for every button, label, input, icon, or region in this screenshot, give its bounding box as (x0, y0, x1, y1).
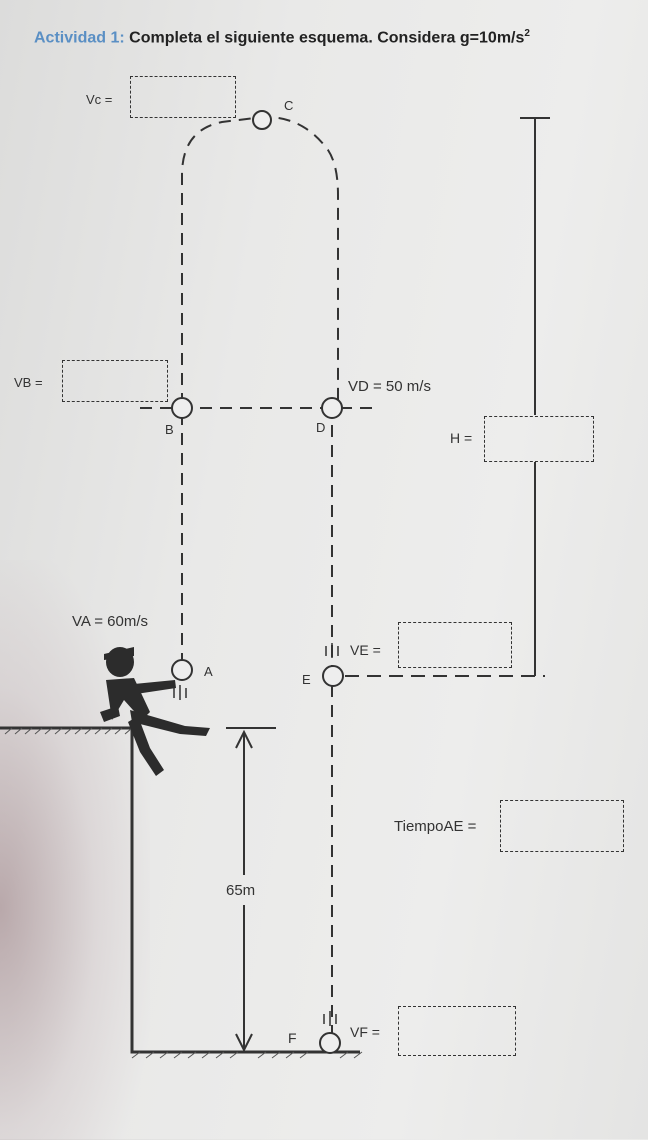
ball-d (321, 397, 343, 419)
activity-instruction: Completa el siguiente esquema. Considera… (129, 29, 525, 47)
ball-b (171, 397, 193, 419)
label-ve: VE = (350, 642, 381, 658)
cliff-ground (0, 726, 360, 1054)
point-f: F (288, 1030, 297, 1046)
answer-box-vb[interactable] (62, 360, 168, 402)
point-d: D (316, 420, 326, 435)
activity-title: Actividad 1: Completa el siguiente esque… (34, 28, 530, 47)
arrow-marks-f (323, 1011, 337, 1026)
ball-c (252, 110, 272, 130)
answer-box-vc[interactable] (130, 76, 236, 118)
exponent: 2 (524, 28, 530, 39)
point-c: C (284, 98, 294, 113)
person-figure (100, 647, 210, 776)
ball-a (171, 659, 193, 681)
point-a: A (204, 664, 213, 679)
label-va: VA = 60m/s (72, 613, 149, 630)
height-arrow-down (235, 1033, 253, 1053)
ball-f (319, 1032, 341, 1054)
label-vf: VF = (350, 1024, 380, 1040)
path-arch-b-c-d (181, 116, 339, 405)
point-b: B (165, 422, 174, 437)
height-arrow-up (235, 729, 253, 749)
ground-hatch (131, 1051, 363, 1059)
answer-box-tiempo[interactable] (500, 800, 624, 852)
point-e: E (302, 672, 311, 687)
arrow-marks-a (173, 685, 187, 700)
answer-box-vf[interactable] (398, 1006, 516, 1056)
cliff-hatch (4, 727, 133, 735)
label-vd: VD = 50 m/s (348, 378, 431, 395)
ball-e (322, 665, 344, 687)
answer-box-ve[interactable] (398, 622, 512, 668)
label-tiempo: TiempoAE = (394, 818, 477, 835)
label-height: 65m (226, 882, 256, 899)
answer-box-h[interactable] (484, 416, 594, 462)
label-h: H = (450, 430, 473, 446)
arrow-marks-e (325, 643, 339, 658)
activity-number: Actividad 1: (34, 29, 125, 47)
label-vb: VB = (14, 375, 43, 390)
label-vc: Vc = (86, 92, 113, 107)
